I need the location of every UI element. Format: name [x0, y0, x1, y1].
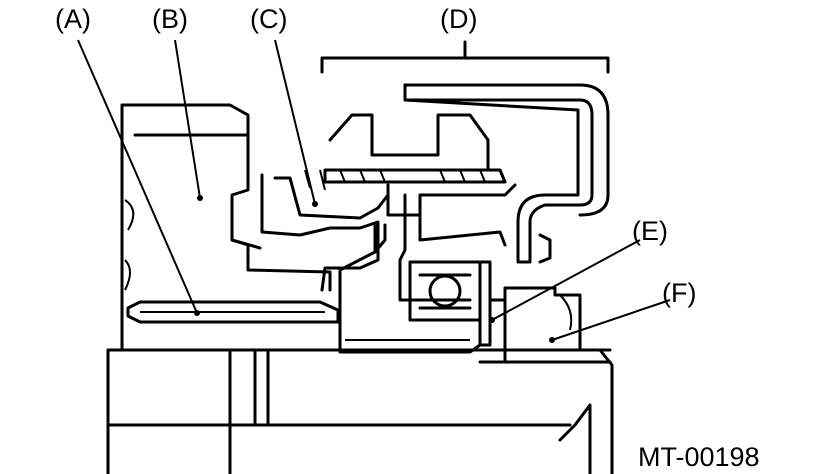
- base-housing: [106, 348, 614, 474]
- label-c: (C): [250, 4, 287, 34]
- bracket-d: [320, 40, 610, 74]
- label-d: (D): [440, 4, 477, 34]
- synchronizer-d: [323, 83, 610, 302]
- seal-a: [126, 300, 340, 324]
- label-b: (B): [152, 4, 188, 34]
- housing-b: [120, 103, 332, 352]
- label-e: (E): [632, 216, 668, 246]
- label-f: (F): [662, 278, 696, 308]
- bearing-e: [408, 260, 492, 347]
- figure-code: MT-00198: [638, 442, 760, 472]
- label-a: (A): [55, 4, 91, 34]
- leader-lines: [77, 39, 671, 343]
